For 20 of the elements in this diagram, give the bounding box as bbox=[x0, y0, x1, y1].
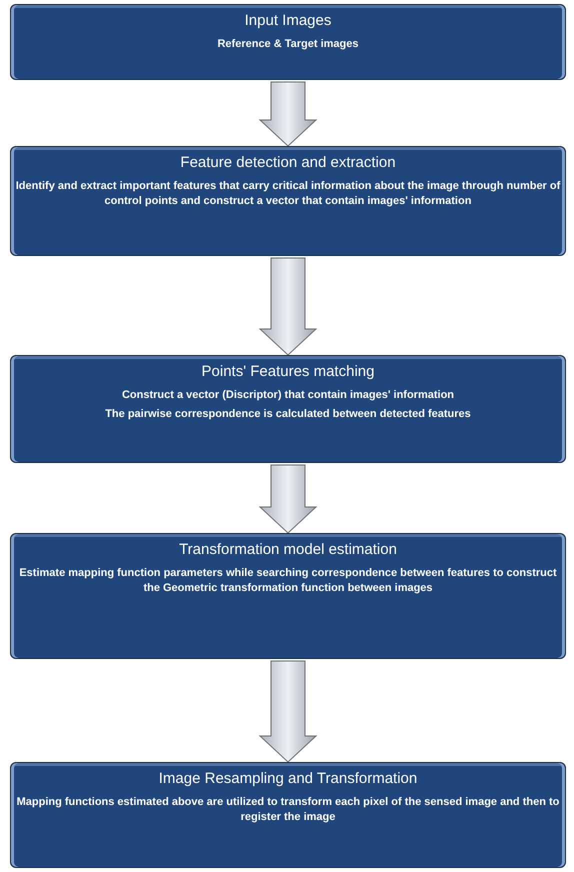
box-description: Estimate mapping function parameters while searching correspondence between features to construct the Geometric transformation function between images bbox=[18, 566, 558, 596]
box-description: The pairwise correspondence is calculated between detected features bbox=[105, 407, 471, 422]
box-title: Input Images bbox=[244, 11, 332, 31]
process-box bbox=[10, 355, 566, 463]
block-arrow bbox=[258, 82, 318, 147]
process-box bbox=[10, 146, 566, 256]
box-description: Mapping functions estimated above are utilized to transform each pixel of the sensed image and then to register the image bbox=[16, 795, 560, 825]
box-title: Points' Features matching bbox=[202, 362, 374, 382]
box-title: Transformation model estimation bbox=[179, 540, 397, 560]
block-arrow bbox=[258, 464, 318, 534]
process-box bbox=[10, 4, 566, 80]
box-title: Image Resampling and Transformation bbox=[158, 769, 418, 789]
box-description: Construct a vector (Discriptor) that contain images' information bbox=[122, 388, 454, 403]
process-box bbox=[10, 533, 566, 659]
box-title: Feature detection and extraction bbox=[180, 153, 396, 173]
box-description: Reference & Target images bbox=[217, 37, 359, 52]
block-arrow bbox=[258, 660, 318, 763]
box-description: Identify and extract important features that carry critical information about the image through number of control points and construct a vector that contain images' information bbox=[15, 179, 561, 209]
block-arrow bbox=[258, 258, 318, 356]
process-box bbox=[10, 762, 566, 868]
